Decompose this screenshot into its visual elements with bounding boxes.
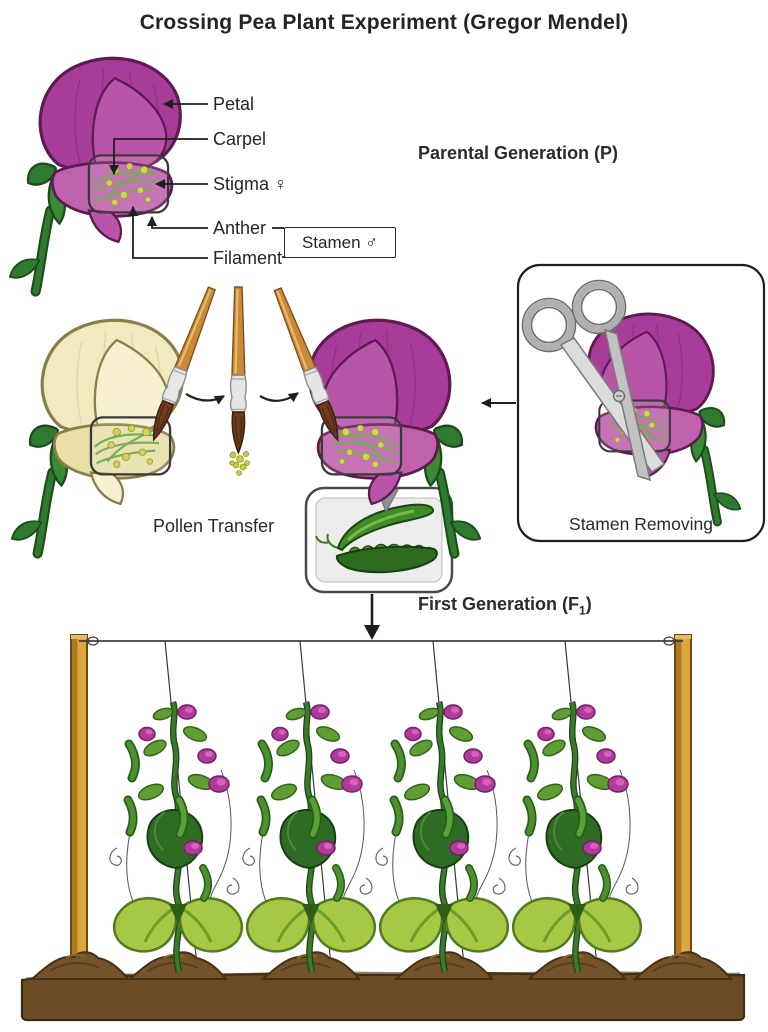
label-filament: Filament [213, 248, 283, 268]
first-generation-subscript: 1 [579, 603, 586, 618]
soil-bed [20, 972, 746, 1022]
label-parental-generation: Parental Generation (P) [418, 143, 619, 163]
first-generation-prefix: First Generation (F [418, 594, 580, 614]
label-petal: Petal [213, 94, 255, 114]
pea-plant-3 [376, 702, 508, 972]
label-first-generation: First Generation (F1) [418, 594, 592, 618]
label-carpel: Carpel [213, 129, 267, 149]
pea-plant-2 [243, 702, 375, 972]
field-scene [20, 634, 746, 1022]
label-stigma: Stigma ♀ [213, 174, 288, 194]
wood-post-left [70, 634, 88, 978]
label-stamen: Stamen ♂ [301, 232, 379, 252]
paintbrush-middle-icon [229, 285, 250, 476]
first-generation-arrow [364, 594, 380, 640]
pollen-transfer-arrows [185, 392, 299, 405]
scissors-icon [521, 279, 666, 482]
wood-post-right [674, 634, 692, 978]
label-anther: Anther [213, 218, 267, 238]
pea-pod-icon [315, 503, 438, 574]
first-generation-suffix: ) [585, 594, 592, 614]
stamen-label-box: Stamen ♂ [284, 227, 396, 258]
labeled-pea-flower [10, 58, 180, 291]
label-pollen-transfer: Pollen Transfer [153, 516, 275, 536]
pea-plant-1 [110, 702, 242, 972]
label-pointer-lines [109, 99, 292, 259]
stamen-removing-panel [481, 263, 766, 543]
page-title: Crossing Pea Plant Experiment (Gregor Me… [139, 11, 629, 34]
label-stamen-removing: Stamen Removing [569, 514, 713, 534]
pea-plant-4 [509, 702, 641, 972]
